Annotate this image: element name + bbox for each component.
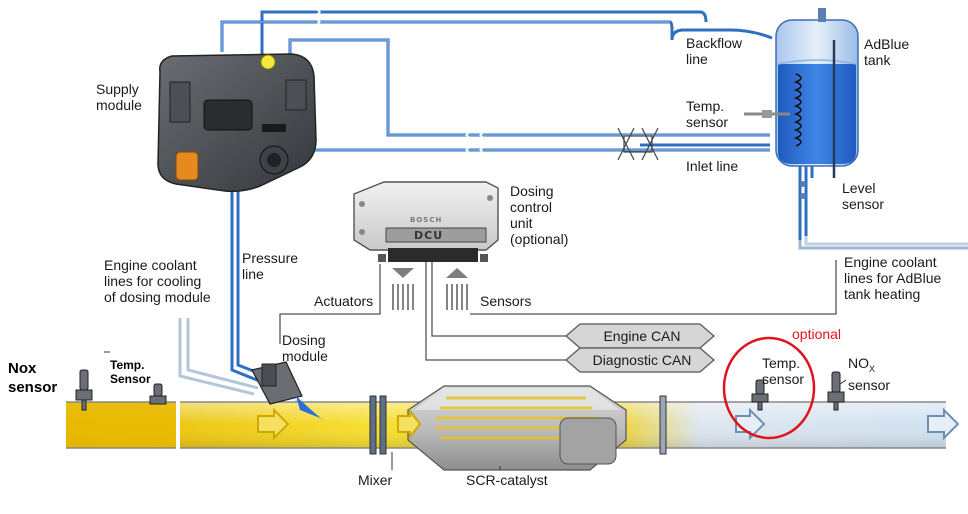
label-temp-sensor-left: Temp. Sensor — [110, 358, 151, 386]
label-dosing-module: Dosing module — [282, 332, 328, 364]
label-adblue-tank: AdBlue tank — [864, 36, 910, 68]
sensor-probe-icon — [75, 369, 845, 411]
label-temp-sensor-tank: Temp. sensor — [686, 98, 729, 130]
dcu-signal-arrows — [392, 268, 468, 310]
label-sensors: Sensors — [480, 293, 532, 309]
signal-wires — [279, 260, 837, 361]
line-couplings — [617, 127, 659, 161]
line-flow-arrows — [315, 8, 485, 154]
leader-lines — [104, 351, 847, 470]
dcu-brand-label: BOSCH — [410, 216, 443, 224]
label-supply-module: Supply module — [96, 81, 142, 113]
dosing-module-icon — [251, 361, 326, 422]
label-mixer: Mixer — [358, 472, 393, 488]
label-level-sensor: Level sensor — [842, 180, 885, 212]
control-unit-icon — [353, 181, 499, 262]
label-coolant-dosing: Engine coolant lines for cooling of dosi… — [104, 257, 211, 305]
label-diagnostic-can: Diagnostic CAN — [592, 352, 692, 368]
label-inlet-line: Inlet line — [686, 158, 739, 174]
pipe-flanges — [369, 395, 667, 455]
label-temp-sensor-right: Temp. sensor — [762, 355, 805, 387]
label-coolant-tank: Engine coolant lines for AdBlue tank hea… — [844, 254, 942, 302]
label-pressure-line: Pressure line — [242, 250, 299, 282]
label-dosing-control-unit: Dosing control unit (optional) — [510, 183, 569, 247]
label-engine-can: Engine CAN — [603, 328, 681, 344]
dosing-coolant-lines — [178, 318, 259, 396]
can-bus-arrows — [565, 323, 715, 373]
label-scr-catalyst: SCR-catalyst — [466, 472, 548, 488]
label-backflow-line: Backflow line — [686, 35, 743, 67]
catalyst-icon — [407, 385, 627, 471]
label-optional: optional — [792, 326, 842, 342]
dcu-chip-label: DCU — [414, 229, 444, 242]
flow-arrow-icon — [257, 407, 960, 441]
tank-icon — [744, 8, 859, 240]
pump-module-icon — [157, 53, 317, 193]
tank-coolant-lines — [798, 236, 968, 250]
adblue-lines-inner — [221, 21, 770, 151]
optional-highlight-ring — [722, 336, 816, 440]
label-nox-sensor-left: Nox sensor — [8, 360, 58, 396]
label-actuators: Actuators — [314, 293, 374, 309]
